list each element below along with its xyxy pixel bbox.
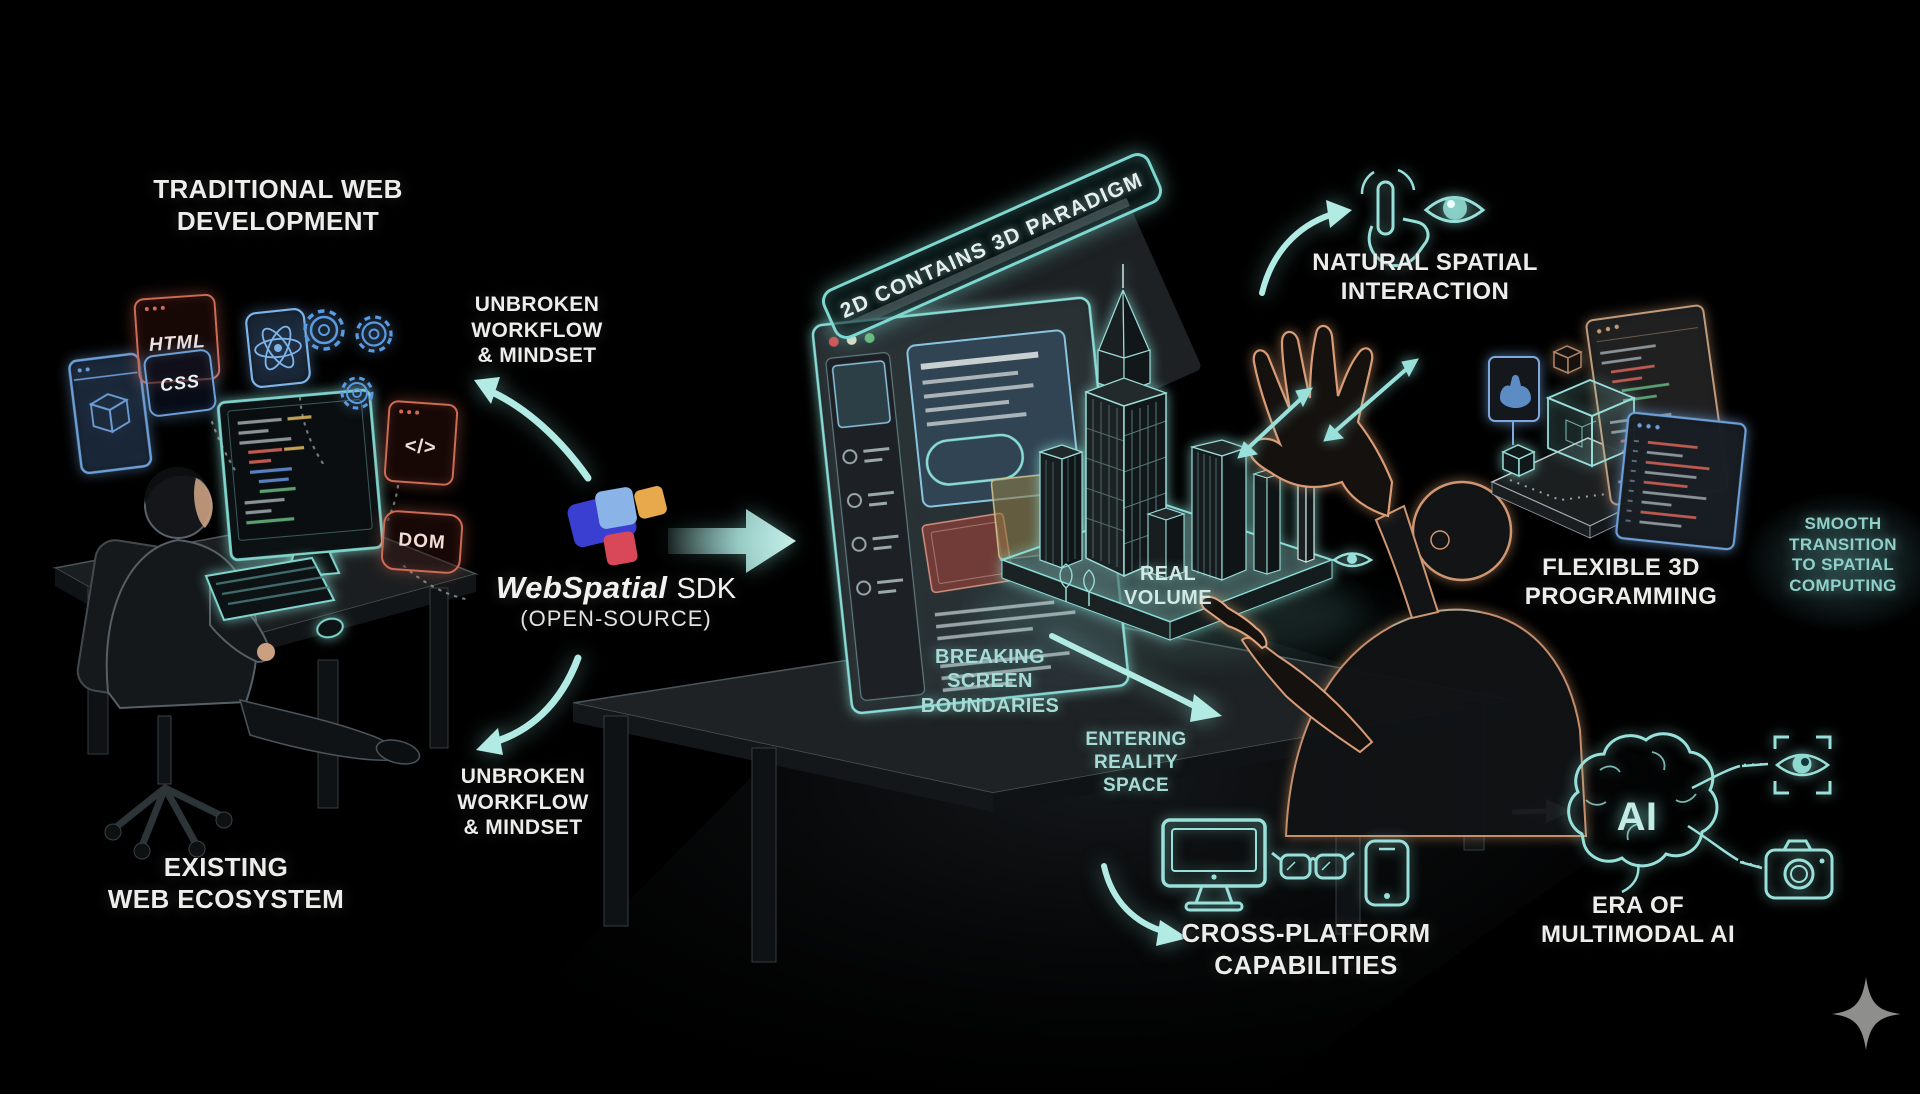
device-icons <box>1161 818 1410 912</box>
webspatial-logo <box>567 486 667 566</box>
real-volume-label: REAL VOLUME <box>1124 563 1212 610</box>
html-badge-dots <box>144 305 165 312</box>
unbroken-workflow-top: UNBROKEN WORKFLOW & MINDSET <box>471 293 603 368</box>
code-badge-dots <box>399 409 420 415</box>
code-badge-label: </> <box>404 434 438 459</box>
box-browser-icon <box>68 352 153 475</box>
sparkle-logo <box>1832 977 1901 1050</box>
touch-icon <box>1360 168 1430 268</box>
cube-3d <box>1545 379 1637 468</box>
traffic-light-red <box>828 336 839 347</box>
flexible-3d-label: FLEXIBLE 3D PROGRAMMING <box>1524 554 1718 611</box>
smooth-transition-label: SMOOTH TRANSITION TO SPATIAL COMPUTING <box>1789 514 1897 596</box>
eye-icon <box>1423 196 1486 223</box>
breaking-boundaries-label: BREAKING SCREEN BOUNDARIES <box>920 646 1060 717</box>
traditional-web-title: TRADITIONAL WEB DEVELOPMENT <box>153 174 403 236</box>
flexible-3d-scene <box>1488 304 1747 551</box>
nsi-arrow <box>1259 200 1352 296</box>
css-badge-label: CSS <box>158 370 202 395</box>
browser-sidebar <box>825 352 926 701</box>
react-icon <box>245 308 311 388</box>
mouse <box>316 617 344 639</box>
dom-badge-label: DOM <box>397 529 447 554</box>
smartphone-icon <box>1364 839 1410 907</box>
small-cube-left <box>1501 444 1536 478</box>
entering-arrow <box>1049 633 1222 722</box>
unbroken-workflow-bottom: UNBROKEN WORKFLOW & MINDSET <box>457 765 589 840</box>
dom-badge: DOM <box>380 509 464 575</box>
brain-ai-icon <box>1567 732 1769 894</box>
browser-window <box>811 296 1130 715</box>
monitor-icon <box>1161 818 1267 912</box>
cross-platform-label: CROSS-PLATFORM CAPABILITIES <box>1181 918 1431 980</box>
pointing-hand <box>1200 595 1268 650</box>
smooth-transition-glow <box>1745 492 1920 632</box>
sdk-suffix: SDK <box>676 573 737 605</box>
entering-reality-label: ENTERING REALITY SPACE <box>1085 729 1187 797</box>
css-badge: CSS <box>142 348 218 418</box>
natural-spatial-label: NATURAL SPATIAL INTERACTION <box>1312 249 1538 306</box>
ai-brain-label: AI <box>1616 795 1658 839</box>
webspatial-brand: WebSpatial <box>495 570 668 605</box>
hand-panel <box>1488 356 1540 445</box>
dev-monitor <box>217 388 384 579</box>
workflow-arrow-down <box>476 654 582 755</box>
keyboard <box>204 556 336 622</box>
person-head <box>1411 480 1513 582</box>
existing-web-ecosystem: EXISTING WEB ECOSYSTEM <box>107 852 345 914</box>
workflow-arrow-up <box>474 377 592 482</box>
traffic-light-green <box>864 333 875 344</box>
era-multimodal-label: ERA OF MULTIMODAL AI <box>1540 892 1736 949</box>
gaze-eye-icon <box>1331 552 1374 568</box>
person-user <box>1200 324 1588 837</box>
gears-icon <box>303 309 393 410</box>
vision-scan-icon <box>1773 735 1832 795</box>
code-badge: </> <box>383 399 459 487</box>
code-window-front <box>1615 411 1747 551</box>
sdk-right-arrow <box>668 509 796 573</box>
camera-icon <box>1764 839 1834 900</box>
city-3d <box>973 264 1363 660</box>
cross-platform-arrow <box>1101 863 1188 946</box>
open-source-subtitle: (OPEN-SOURCE) <box>520 606 712 631</box>
small-cube-top <box>1552 345 1583 375</box>
developer-desk-scene <box>52 388 479 860</box>
gesture-arrows <box>1237 358 1419 459</box>
glasses-icon <box>1271 851 1355 880</box>
